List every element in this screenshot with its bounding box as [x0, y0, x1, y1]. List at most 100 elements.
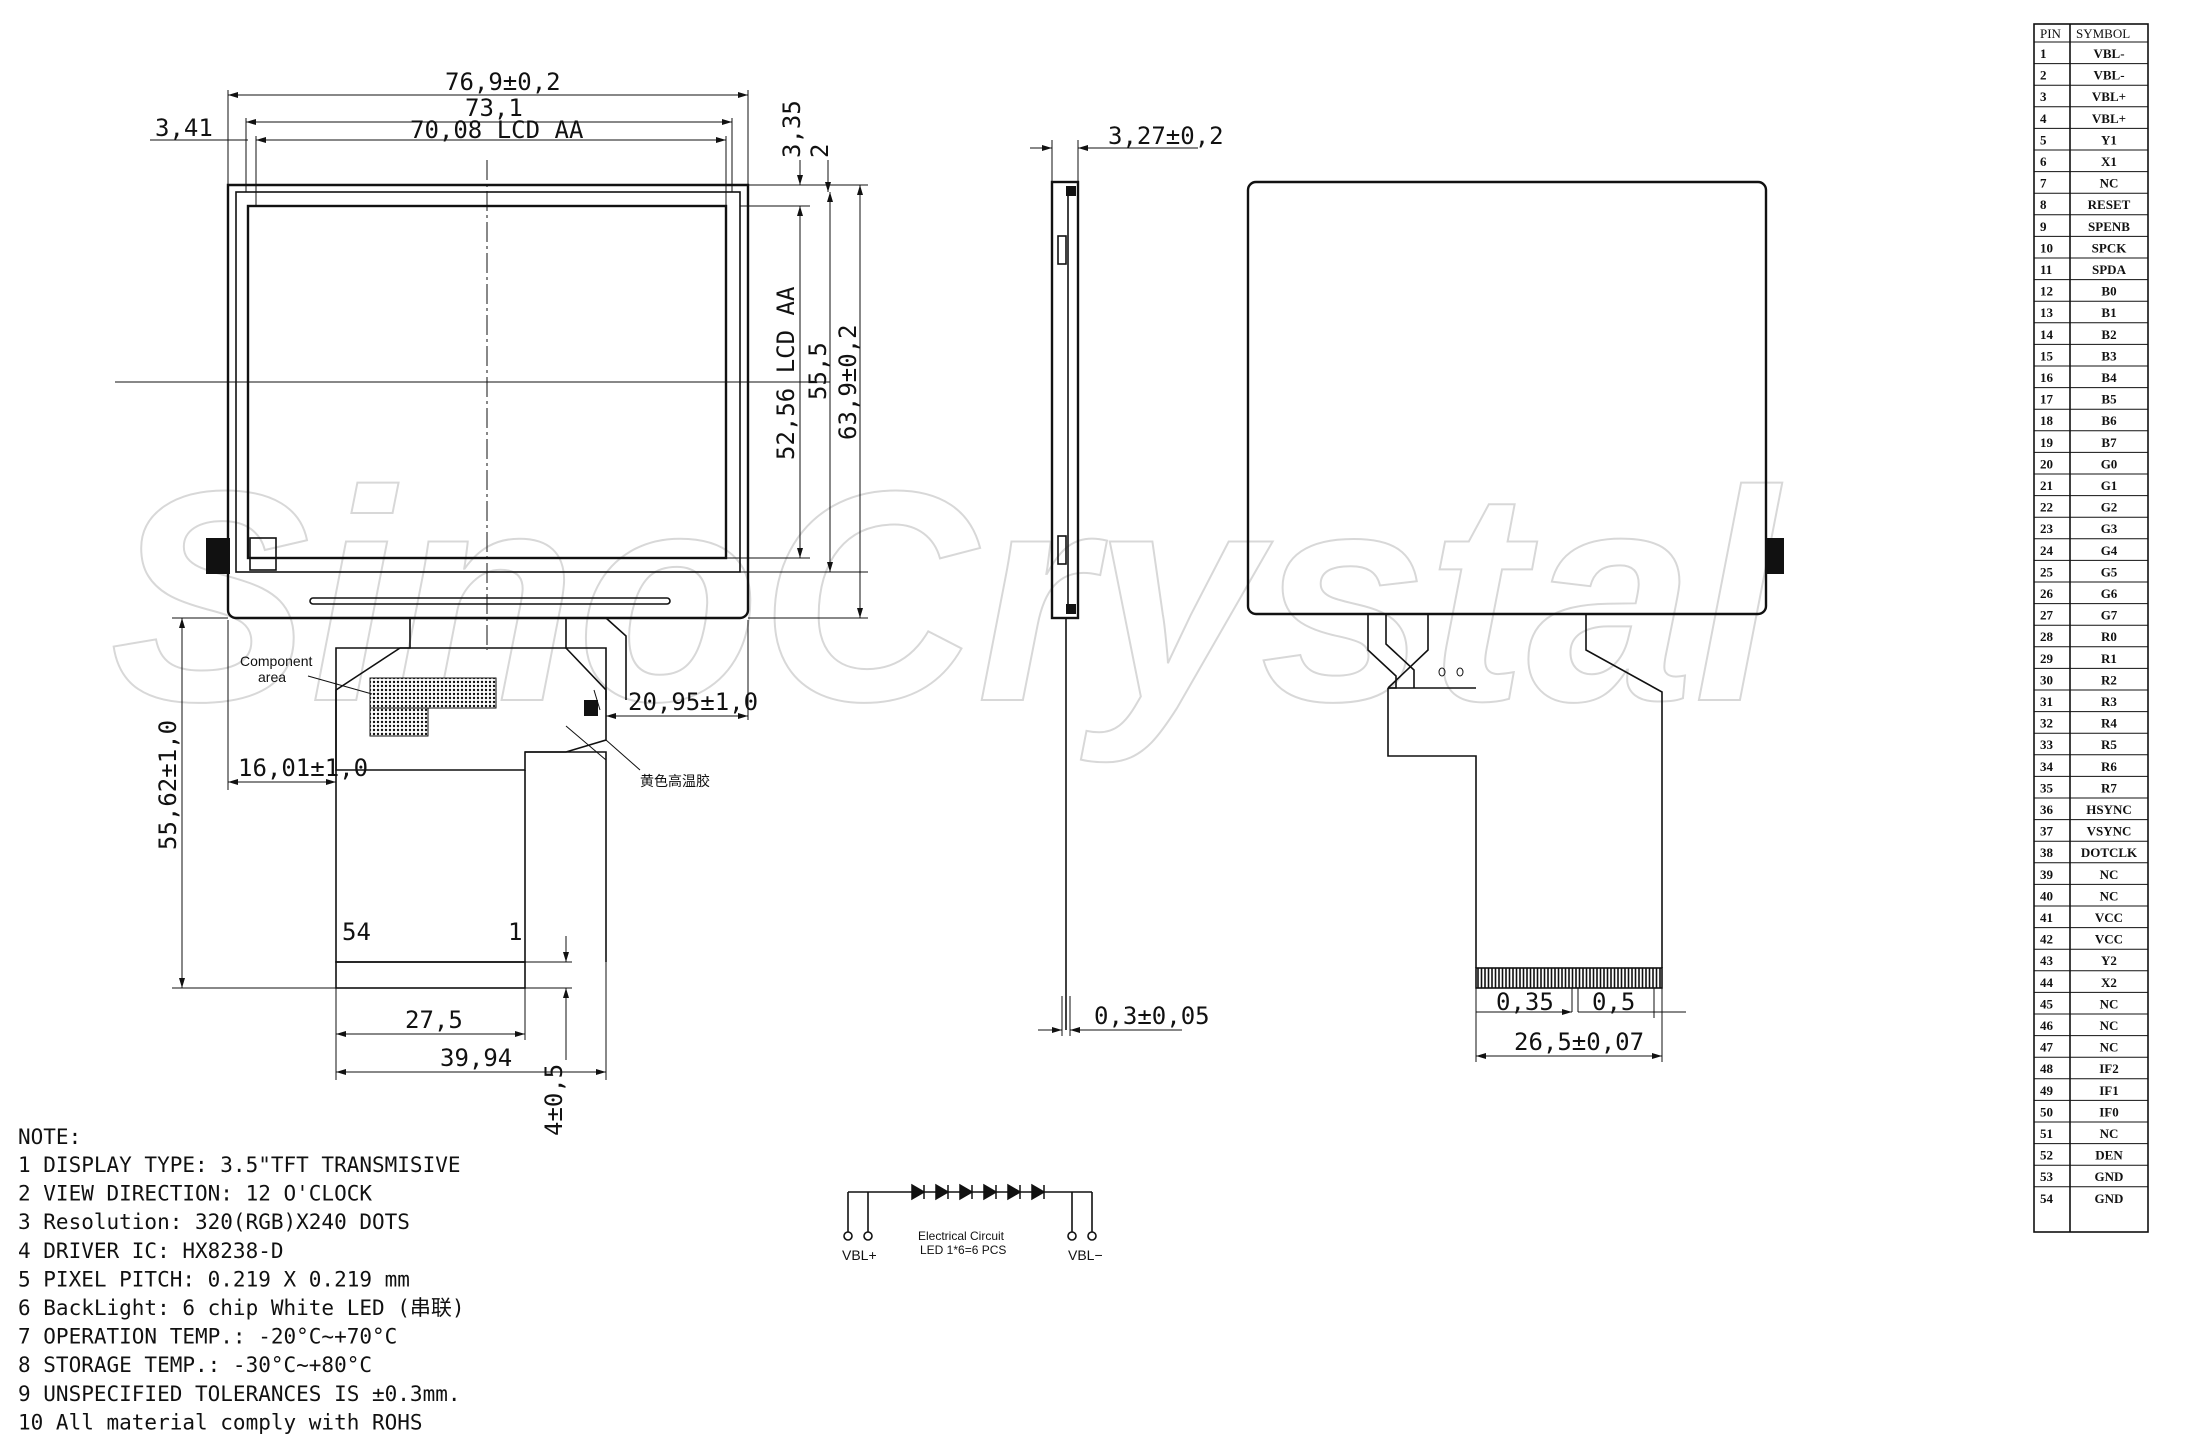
- pin-number: 31: [2040, 694, 2053, 709]
- pin-symbol: HSYNC: [2086, 802, 2132, 817]
- pin-number: 29: [2040, 651, 2054, 666]
- note-item: 1 DISPLAY TYPE: 3.5"TFT TRANSMISIVE: [18, 1153, 461, 1177]
- pin-symbol: G6: [2101, 586, 2118, 601]
- pin-number: 11: [2040, 262, 2052, 277]
- pin-number: 13: [2040, 305, 2054, 320]
- pin-number: 24: [2040, 543, 2054, 558]
- pin-label-1: 1: [508, 918, 522, 946]
- front-view: 76,9±0,2 73,1 70,08 LCD AA 3,41 3,35 2 5…: [115, 68, 868, 1136]
- led-diode-icon: [959, 1183, 974, 1201]
- component-area-label-2: area: [258, 669, 286, 685]
- circuit-caption-2: LED 1*6=6 PCS: [920, 1243, 1006, 1257]
- pin-symbol: R3: [2101, 694, 2117, 709]
- pin-number: 42: [2040, 932, 2053, 947]
- fpc-stiffener-hatch: [335, 647, 607, 771]
- front-fpc: [335, 617, 627, 989]
- pin-symbol: VBL+: [2092, 89, 2126, 104]
- pin-symbol: VBL-: [2093, 46, 2124, 61]
- pin-number: 52: [2040, 1148, 2053, 1163]
- pin-symbol: R5: [2101, 737, 2117, 752]
- fpc-contact-zone: [335, 961, 526, 989]
- dim-pitch-a: 0,35: [1496, 988, 1554, 1016]
- pin-number: 16: [2040, 370, 2054, 385]
- led-diode-icon: [1007, 1183, 1022, 1201]
- pin-symbol: SPCK: [2092, 240, 2128, 255]
- pin-number: 12: [2040, 284, 2053, 299]
- component-area-label: Component: [240, 653, 312, 669]
- pin-symbol: VSYNC: [2087, 824, 2132, 839]
- front-panel-outline: [226, 183, 750, 620]
- pin-number: 4: [2040, 111, 2047, 126]
- pin-number: 9: [2040, 219, 2047, 234]
- note-item: 10 All material comply with ROHS: [18, 1410, 423, 1434]
- pin-symbol: IF1: [2099, 1083, 2119, 1098]
- pin-number: 1: [2040, 46, 2047, 61]
- pin-number: 17: [2040, 392, 2054, 407]
- pin-symbol: G0: [2101, 456, 2118, 471]
- pin-number: 6: [2040, 154, 2047, 169]
- pin-symbol: GND: [2095, 1169, 2124, 1184]
- pin-number: 26: [2040, 586, 2054, 601]
- pin-number: 21: [2040, 478, 2053, 493]
- pin-number: 38: [2040, 845, 2054, 860]
- notes: NOTE: 1 DISPLAY TYPE: 3.5"TFT TRANSMISIV…: [18, 1125, 465, 1434]
- dim-fpc-left: 16,01±1,0: [238, 754, 368, 782]
- note-item: 9 UNSPECIFIED TOLERANCES IS ±0.3mm.: [18, 1382, 461, 1406]
- pin-symbol: G3: [2101, 521, 2118, 536]
- pin-number: 49: [2040, 1083, 2054, 1098]
- pin-number: 51: [2040, 1126, 2053, 1141]
- pin-symbol: G2: [2101, 500, 2118, 515]
- pin-number: 10: [2040, 240, 2053, 255]
- pin-symbol: GND: [2095, 1191, 2124, 1206]
- dim-width-aa: 70,08 LCD AA: [410, 116, 584, 144]
- dim-top-offset: 3,35: [778, 100, 806, 158]
- watermark: SinoCrystal: [110, 428, 1783, 766]
- pin-number: 37: [2040, 824, 2054, 839]
- pin-symbol: NC: [2100, 996, 2119, 1011]
- dim-top-gap: 2: [806, 144, 834, 158]
- pin-symbol: R7: [2101, 780, 2117, 795]
- circuit-vbl-minus: VBL−: [1068, 1247, 1103, 1263]
- pin-number: 35: [2040, 780, 2054, 795]
- pin-number: 22: [2040, 500, 2053, 515]
- dim-width-outline: 73,1: [465, 94, 523, 122]
- pin-number: 5: [2040, 132, 2047, 147]
- pin-symbol: NC: [2100, 1018, 2119, 1033]
- pin-number: 19: [2040, 435, 2054, 450]
- pin-symbol: R4: [2101, 716, 2117, 731]
- led-diode-icon: [935, 1183, 950, 1201]
- dim-fpc-contact-length: 4±0,5: [540, 1064, 568, 1136]
- pin-table-header-symbol: SYMBOL: [2076, 26, 2130, 41]
- pin-number: 30: [2040, 672, 2053, 687]
- electrical-circuit: VBL+ VBL− Electrical Circuit LED 1*6=6 P…: [842, 1183, 1103, 1263]
- pin-number: 2: [2040, 68, 2047, 83]
- pin-number: 27: [2040, 608, 2054, 623]
- pin-symbol: VCC: [2095, 932, 2123, 947]
- pin-number: 54: [2040, 1191, 2054, 1206]
- pin-symbol: B3: [2101, 348, 2117, 363]
- pin-symbol: DEN: [2095, 1148, 2123, 1163]
- pin-symbol: R1: [2101, 651, 2117, 666]
- dim-pitch-b: 0,5: [1592, 988, 1635, 1016]
- pin-symbol: R6: [2101, 759, 2117, 774]
- component-area-block: [369, 677, 497, 709]
- pin-symbol: R2: [2101, 672, 2117, 687]
- pin-number: 3: [2040, 89, 2047, 104]
- pin-symbol: NC: [2100, 176, 2119, 191]
- note-item: 4 DRIVER IC: HX8238-D: [18, 1239, 284, 1263]
- pin-symbol: B6: [2101, 413, 2117, 428]
- yellow-tape-label: 黄色高温胶: [640, 773, 710, 789]
- pin-symbol: G7: [2101, 608, 2118, 623]
- dim-height-aa: 52,56 LCD AA: [772, 286, 800, 460]
- dim-height-total: 63,9±0,2: [834, 324, 862, 440]
- pin-number: 46: [2040, 1018, 2054, 1033]
- back-connector-fingers: [1477, 968, 1661, 988]
- pin-symbol: NC: [2100, 1126, 2119, 1141]
- pin-number: 33: [2040, 737, 2054, 752]
- dim-fpc-width: 39,94: [440, 1044, 512, 1072]
- pin-number: 25: [2040, 564, 2054, 579]
- pin-symbol: IF0: [2099, 1104, 2119, 1119]
- pin-symbol: R0: [2101, 629, 2117, 644]
- pin-number: 28: [2040, 629, 2054, 644]
